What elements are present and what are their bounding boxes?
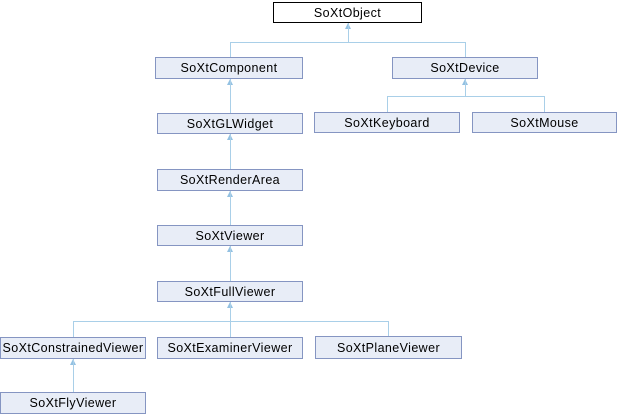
edge-line xyxy=(230,42,466,43)
node-label: SoXtFullViewer xyxy=(184,284,276,299)
edge-line xyxy=(544,96,545,112)
node-soxtdevice[interactable]: SoXtDevice xyxy=(392,57,538,79)
edge-line xyxy=(388,321,389,336)
node-label: SoXtViewer xyxy=(195,228,265,243)
edge-line xyxy=(230,134,231,169)
node-label: SoXtExaminerViewer xyxy=(167,341,293,355)
edge-line xyxy=(230,42,231,57)
edge-line xyxy=(230,246,231,281)
node-soxtkeyboard[interactable]: SoXtKeyboard xyxy=(314,112,460,133)
node-label: SoXtDevice xyxy=(430,61,500,75)
node-soxtrenderarea[interactable]: SoXtRenderArea xyxy=(157,169,303,191)
edge-line xyxy=(387,96,388,112)
node-label: SoXtRenderArea xyxy=(179,173,281,187)
edge-line xyxy=(387,96,545,97)
node-label: SoXtObject xyxy=(313,5,382,20)
node-soxtfullviewer[interactable]: SoXtFullViewer xyxy=(157,281,303,302)
edge-line xyxy=(230,79,231,113)
node-soxtviewer[interactable]: SoXtViewer xyxy=(157,225,303,246)
node-soxtconstrainedviewer[interactable]: SoXtConstrainedViewer xyxy=(0,337,146,359)
node-label: SoXtComponent xyxy=(180,61,278,75)
node-soxtobject: SoXtObject xyxy=(273,2,422,23)
arrowhead-up-icon xyxy=(226,246,233,252)
edge-line xyxy=(73,359,74,392)
node-soxtplaneviewer[interactable]: SoXtPlaneViewer xyxy=(315,336,462,359)
node-soxtglwidget[interactable]: SoXtGLWidget xyxy=(157,113,303,134)
arrowhead-up-icon xyxy=(226,79,233,85)
node-label: SoXtPlaneViewer xyxy=(336,340,441,355)
edge-line xyxy=(73,321,74,337)
node-soxtflyviewer[interactable]: SoXtFlyViewer xyxy=(0,392,146,414)
node-label: SoXtGLWidget xyxy=(186,116,274,131)
edge-line xyxy=(348,23,349,42)
arrowhead-up-icon xyxy=(344,23,351,29)
node-soxtmouse[interactable]: SoXtMouse xyxy=(472,112,617,133)
arrowhead-up-icon xyxy=(69,359,76,365)
node-label: SoXtKeyboard xyxy=(344,115,430,130)
arrowhead-up-icon xyxy=(226,191,233,197)
arrowhead-up-icon xyxy=(226,302,233,308)
edge-line xyxy=(73,321,389,322)
node-label: SoXtConstrainedViewer xyxy=(2,341,144,355)
node-label: SoXtMouse xyxy=(510,115,579,130)
arrowhead-up-icon xyxy=(226,134,233,140)
node-soxtcomponent[interactable]: SoXtComponent xyxy=(155,57,303,79)
node-label: SoXtFlyViewer xyxy=(29,396,117,410)
edge-line xyxy=(465,42,466,57)
edge-line xyxy=(465,79,466,96)
edge-line xyxy=(230,302,231,337)
node-soxtexaminerviewer[interactable]: SoXtExaminerViewer xyxy=(157,337,303,359)
edge-line xyxy=(230,191,231,225)
arrowhead-up-icon xyxy=(461,79,468,85)
